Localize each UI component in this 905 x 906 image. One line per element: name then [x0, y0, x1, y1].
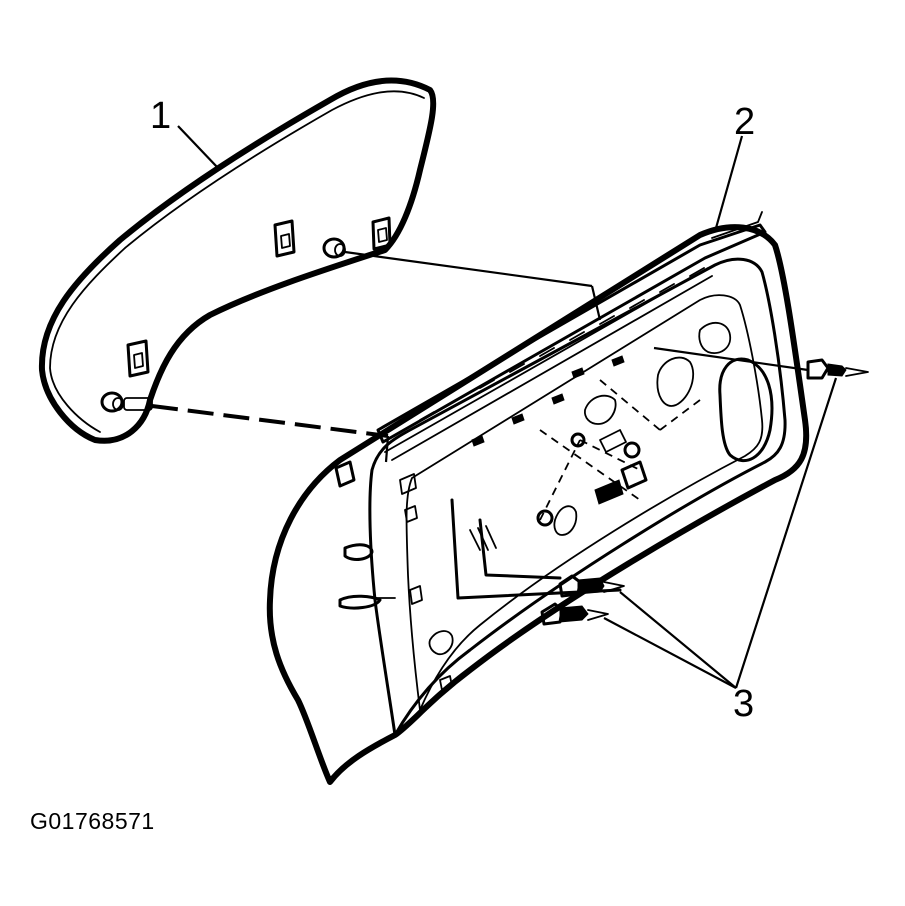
push-pin-fastener — [653, 346, 869, 380]
grommet — [100, 391, 153, 413]
clip-pocket — [273, 219, 296, 258]
callout-leaders — [177, 125, 838, 689]
push-pin-fastener — [540, 602, 609, 626]
latch-area — [334, 460, 423, 610]
door-inner-panel — [266, 211, 810, 785]
grommet — [322, 237, 346, 259]
belt-clips — [419, 267, 705, 447]
water-deflector-sheet — [38, 77, 437, 444]
window-regulator — [536, 379, 701, 527]
callout-3: 3 — [733, 683, 754, 725]
figure-id: G01768571 — [30, 808, 155, 834]
push-pin-fastener — [558, 574, 625, 598]
clip-pocket — [371, 216, 392, 251]
clip-pocket — [126, 339, 150, 378]
callout-2: 2 — [734, 101, 755, 143]
callout-1: 1 — [150, 95, 171, 137]
